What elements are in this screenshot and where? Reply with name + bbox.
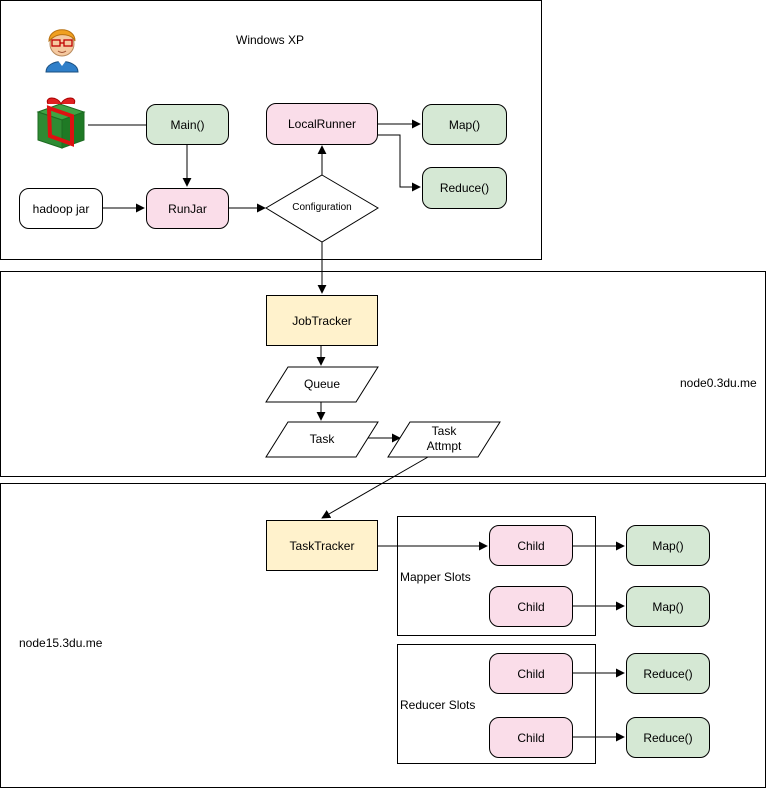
slot-map-label-1: Map()	[652, 538, 684, 553]
configuration-label: Configuration	[292, 202, 352, 213]
task-label: Task	[309, 432, 335, 446]
child-label-2: Child	[517, 599, 545, 614]
queue-label: Queue	[303, 377, 341, 391]
slot-map-node-1: Map()	[626, 525, 710, 566]
child-node-2: Child	[489, 586, 573, 627]
task-shape	[265, 421, 379, 458]
reducer-slots-label: Reducer Slots	[400, 698, 476, 712]
task-attempt-label-line1: Task	[431, 424, 457, 438]
windows-xp-region	[0, 0, 542, 260]
edge-attempt-tasktracker	[321, 456, 429, 519]
task-attempt-label-line2: Attmpt	[426, 439, 462, 453]
hadoop-jar-node: hadoop jar	[19, 188, 103, 229]
child-node-1: Child	[489, 525, 573, 566]
edge-localrunner-reduce	[378, 134, 421, 192]
child-label-1: Child	[517, 538, 545, 553]
xp-map-label: Map()	[448, 117, 481, 132]
hadoop-jar-label: hadoop jar	[32, 201, 90, 216]
job-tracker-label: JobTracker	[292, 313, 352, 328]
runjar-node: RunJar	[146, 188, 229, 229]
main-label: Main()	[170, 117, 205, 132]
task-tracker-label: TaskTracker	[289, 538, 355, 553]
reducer-slots-group	[397, 644, 596, 764]
windows-xp-title: Windows XP	[236, 33, 305, 47]
mapper-slots-group	[397, 516, 596, 636]
slot-reduce-label-2: Reduce()	[643, 730, 693, 745]
task-tracker-node: TaskTracker	[266, 520, 378, 571]
xp-reduce-label: Reduce()	[439, 181, 490, 195]
xp-reduce-node: Reduce()	[422, 167, 507, 209]
queue-shape	[265, 366, 379, 403]
child-label-4: Child	[517, 730, 545, 745]
gift-icon	[36, 97, 86, 149]
user-icon	[45, 29, 79, 73]
slot-reduce-node-2: Reduce()	[626, 717, 710, 758]
child-label-3: Child	[517, 666, 545, 681]
slot-map-node-2: Map()	[626, 586, 710, 627]
local-runner-label: LocalRunner	[287, 117, 357, 131]
slot-reduce-label-1: Reduce()	[643, 666, 693, 681]
child-node-4: Child	[489, 717, 573, 758]
task-attempt-shape	[387, 421, 501, 458]
runjar-label: RunJar	[168, 201, 207, 216]
xp-map-node: Map()	[422, 104, 507, 145]
mapper-slots-label: Mapper Slots	[400, 570, 471, 584]
slot-map-label-2: Map()	[652, 599, 684, 614]
local-runner-node: LocalRunner	[266, 103, 378, 145]
main-node: Main()	[146, 104, 229, 145]
job-tracker-node: JobTracker	[266, 295, 378, 346]
configuration-diamond	[265, 174, 379, 243]
node15-host-label: node15.3du.me	[19, 636, 103, 650]
child-node-3: Child	[489, 653, 573, 694]
node0-host-label: node0.3du.me	[680, 376, 757, 390]
slot-reduce-node-1: Reduce()	[626, 653, 710, 694]
